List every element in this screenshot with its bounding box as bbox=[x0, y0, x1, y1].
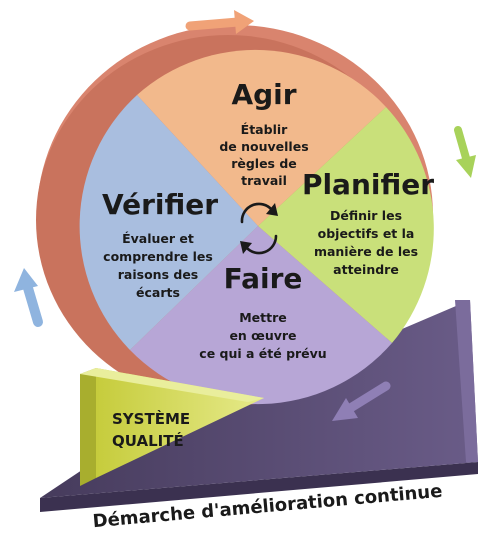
ramp-direction-arrow bbox=[332, 381, 391, 421]
label-agir: Agir Établir de nouvelles règles de trav… bbox=[219, 78, 308, 188]
agir-desc-3: règles de bbox=[231, 156, 297, 171]
faire-desc-1: Mettre bbox=[239, 310, 287, 325]
top-arrow bbox=[185, 10, 254, 34]
quadrant-agir bbox=[137, 49, 386, 226]
cycle-arrows-icon bbox=[240, 202, 278, 255]
quadrant-verifier bbox=[79, 95, 259, 350]
verifier-desc-4: écarts bbox=[136, 285, 180, 300]
quadrant-faire bbox=[130, 226, 392, 405]
verifier-desc-1: Évaluer et bbox=[122, 231, 194, 246]
agir-title: Agir bbox=[231, 78, 296, 111]
faire-desc-2: en œuvre bbox=[229, 328, 296, 343]
agir-desc-4: travail bbox=[241, 173, 287, 188]
planifier-desc-1: Définir les bbox=[330, 208, 402, 223]
verifier-desc-3: raisons des bbox=[118, 267, 198, 282]
faire-desc-3: ce qui a été prévu bbox=[199, 346, 326, 361]
label-faire: Faire Mettre en œuvre ce qui a été prévu bbox=[199, 262, 326, 361]
verifier-desc-2: comprendre les bbox=[103, 249, 213, 264]
left-arrow bbox=[14, 268, 43, 327]
planifier-desc-3: manière de les bbox=[314, 244, 418, 259]
faire-title: Faire bbox=[224, 262, 303, 295]
label-planifier: Planifier Définir les objectifs et la ma… bbox=[302, 168, 434, 277]
wheel bbox=[36, 25, 434, 405]
agir-desc-1: Établir bbox=[241, 122, 288, 137]
ramp-edge bbox=[455, 300, 478, 462]
quality-system-wedge: SYSTÈME QUALITÉ bbox=[80, 368, 264, 486]
planifier-title: Planifier bbox=[302, 168, 434, 201]
wedge-line-1: SYSTÈME bbox=[112, 409, 190, 428]
quadrant-planifier bbox=[258, 107, 434, 343]
planifier-desc-2: objectifs et la bbox=[318, 226, 415, 241]
ramp-side bbox=[40, 462, 478, 512]
right-arrow bbox=[454, 126, 476, 178]
agir-desc-2: de nouvelles bbox=[219, 139, 308, 154]
label-verifier: Vérifier Évaluer et comprendre les raiso… bbox=[102, 188, 218, 300]
wedge-top bbox=[80, 368, 264, 402]
verifier-title: Vérifier bbox=[102, 188, 218, 221]
wedge-line-2: QUALITÉ bbox=[112, 431, 184, 450]
planifier-desc-4: atteindre bbox=[333, 262, 399, 277]
wedge-side bbox=[80, 368, 96, 486]
